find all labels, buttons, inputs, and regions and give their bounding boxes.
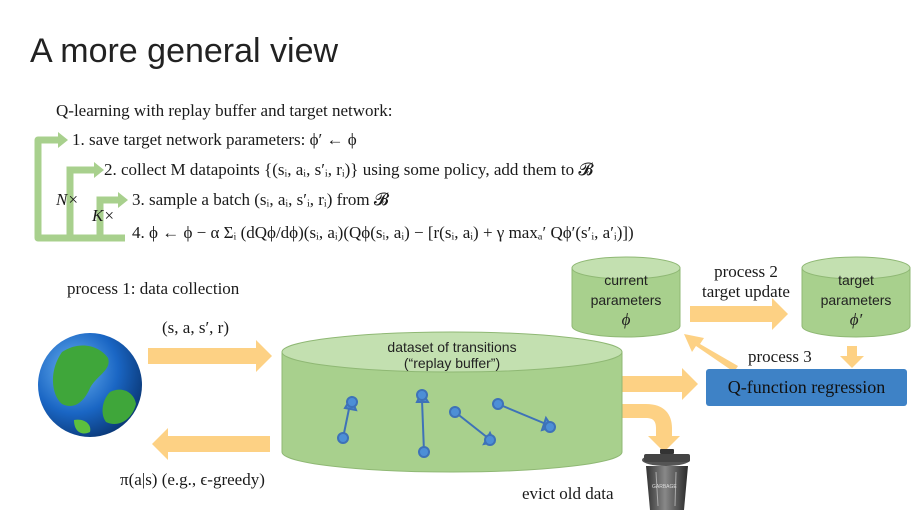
q-function-regression-box: Q-function regression: [706, 369, 907, 406]
algorithm-step-4: 4. ϕ ← ϕ − α Σᵢ (dQϕ/dϕ)(sᵢ, aᵢ)(Qϕ(sᵢ, …: [132, 223, 634, 242]
trash-can-icon: [642, 449, 690, 510]
outer-loop-bracket: [34, 136, 125, 242]
middle-loop-arrowhead: [94, 162, 104, 178]
transition-samples: [337, 389, 556, 458]
outer-loop-arrowhead: [58, 132, 68, 148]
algorithm-header: Q-learning with replay buffer and target…: [56, 101, 393, 120]
policy-label: π(a|s) (e.g., ϵ-greedy): [120, 470, 265, 489]
transition-tuple-label: (s, a, s′, r): [162, 318, 229, 337]
evict-label: evict old data: [522, 484, 614, 503]
target-params-label: target parameters ϕ′: [820, 272, 892, 329]
target-params-cylinder: [801, 256, 911, 338]
inner-loop-bracket: [96, 196, 118, 238]
current-params-label: current parameters ϕ: [590, 272, 662, 329]
process-1-label: process 1: data collection: [67, 279, 240, 298]
process-3-label: process 3: [748, 347, 812, 366]
inner-loop-label: K×: [92, 206, 115, 225]
arrows: [148, 298, 864, 460]
replay-buffer-label: dataset of transitions (“replay buffer”): [387, 339, 517, 371]
current-params-cylinder: [571, 256, 681, 338]
outer-loop-label: N×: [56, 190, 79, 209]
algorithm-step-1: 1. save target network parameters: ϕ′ ← …: [72, 130, 357, 149]
trash-can-text: GARBAGE: [652, 484, 677, 490]
algorithm-step-2: 2. collect M datapoints {(sᵢ, aᵢ, s′ᵢ, r…: [104, 160, 594, 179]
globe-icon: [38, 333, 142, 437]
process-2-label: process 2 target update: [702, 262, 790, 301]
slide-title: A more general view: [30, 32, 339, 70]
algorithm-step-3: 3. sample a batch (sᵢ, aᵢ, s′ᵢ, rᵢ) from…: [132, 190, 389, 209]
inner-loop-arrowhead: [118, 192, 128, 208]
middle-loop-bracket: [66, 166, 94, 238]
